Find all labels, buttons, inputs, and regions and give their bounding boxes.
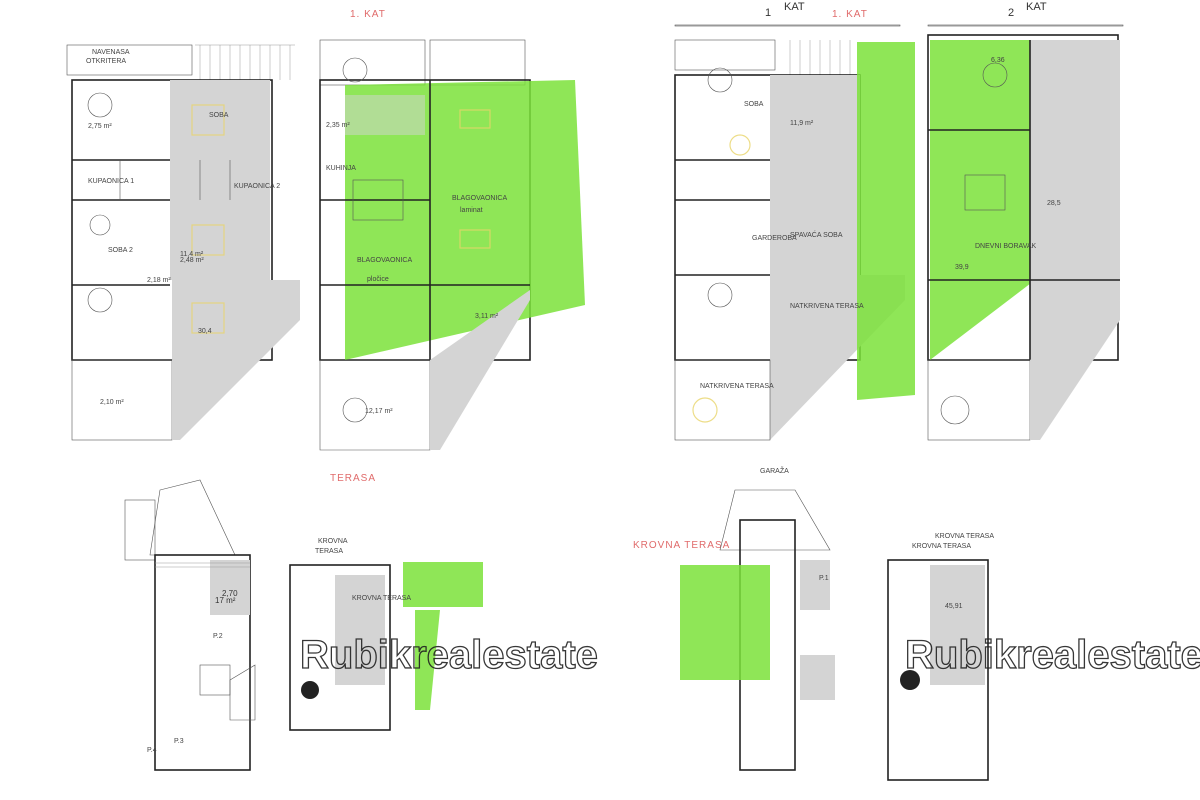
heading-2-kat-text: KAT [1026, 1, 1047, 13]
label-terasa-red: TERASA [330, 473, 376, 484]
room-kupaonica-2: KUPAONICA 2 [234, 183, 280, 190]
area-a12: 39,9 [955, 264, 969, 271]
label-natkrivena-terasa-2: NATKRIVENA TERASA [700, 383, 774, 390]
watermark-left: Rubikrealestate [300, 633, 598, 677]
room-dnevni-boravak: DNEVNI BORAVAK [975, 243, 1037, 250]
heading-1-kat-left: 1. KAT [350, 9, 386, 20]
room-soba-right: SOBA [744, 101, 764, 108]
plan-bottom-right-garage: GARAŽA KROVNA TERASA P.1 [633, 466, 835, 771]
marker-p2: P.2 [213, 633, 223, 640]
room-soba-2: SOBA 2 [108, 247, 133, 254]
room-garderoba: GARDEROBA [752, 235, 797, 242]
room-blagovaonica-2: BLAGOVAONICA [357, 257, 412, 264]
heading-1-kat-red-right: 1. KAT [832, 9, 868, 20]
plan-bottom-far-right: KROVNA TERASA KROVNA TERASA 45,91 [887, 533, 994, 781]
plan-second-floor-right: 2 KAT 6,36 28,5 DNEVNI BORAVAK 39,9 [927, 1, 1124, 441]
plan-first-floor-right: 1 KAT 1. KAT 11,9 m² SOBA GARDEROBA SPAV… [674, 1, 915, 441]
marker-p1: P.1 [819, 575, 829, 582]
label-natkrivena-terasa: NATKRIVENA TERASA [790, 303, 864, 310]
area-a13: 45,91 [945, 603, 963, 610]
label-otkritera: OTKRITERA [86, 58, 126, 65]
room-soba-1: SOBA [209, 112, 229, 119]
heading-1-kat-text: KAT [784, 1, 805, 13]
label-krovna-center: KROVNA TERASA [352, 595, 411, 602]
room-kuhinja: KUHINJA [326, 165, 356, 172]
plan-bottom-left: 17 m² 2,70 P.2 P.3 P.4 [124, 479, 256, 771]
label-krovna-right-a: KROVNA TERASA [935, 533, 994, 540]
marker-p4: P.4 [147, 747, 157, 754]
room-spavaca-soba: SPAVAĆA SOBA [790, 230, 843, 239]
area-a11: 28,5 [1047, 200, 1061, 207]
plan-bottom-center-left: KROVNA TERASA KROVNA TERASA [289, 538, 483, 731]
label-navenasa: NAVENASA [92, 49, 130, 56]
area-a14: 6,36 [991, 57, 1005, 64]
label-krovna-left-b: TERASA [315, 548, 343, 555]
label-krovna-terasa-red: KROVNA TERASA [633, 540, 730, 551]
plan-ground-floor-left: NAVENASA OTKRITERA 2,75 m² SOBA KUPAONIC… [66, 44, 300, 441]
label-plocice: pločice [367, 276, 389, 283]
marker-p3: P.3 [174, 738, 184, 745]
area-a8: 2,35 m² [326, 122, 350, 129]
heading-2-kat-num: 2 [1008, 7, 1014, 19]
area-a1: 2,75 m² [88, 123, 112, 130]
area-a7: 12,17 m² [365, 408, 393, 415]
area-a6: 2,10 m² [100, 399, 124, 406]
area-a4: 2,18 m² [147, 277, 171, 284]
area-a5: 30,4 [198, 328, 212, 335]
watermark-right: Rubikrealestate [905, 633, 1200, 677]
area-a2: 11,4 m² [180, 251, 204, 258]
area-a9: 3,11 m² [475, 313, 499, 320]
area-a10: 11,9 m² [790, 120, 814, 127]
heading-1-kat-num: 1 [765, 7, 771, 19]
area-a16: 2,70 [222, 589, 238, 598]
room-garaza: GARAŽA [760, 466, 789, 475]
label-krovna-right-b: KROVNA TERASA [912, 543, 971, 550]
label-krovna-left-a: KROVNA [318, 538, 348, 545]
area-a3: 2,48 m² [180, 257, 204, 264]
room-kupaonica-1: KUPAONICA 1 [88, 178, 134, 185]
room-blagovaonica: BLAGOVAONICA [452, 195, 507, 202]
label-laminat: laminat [460, 207, 483, 214]
plan-first-floor-left: 1. KAT 2,35 m² KUHINJA BLAGOVAONICA lami… [319, 9, 585, 484]
area-a15: 17 m² [215, 596, 236, 605]
